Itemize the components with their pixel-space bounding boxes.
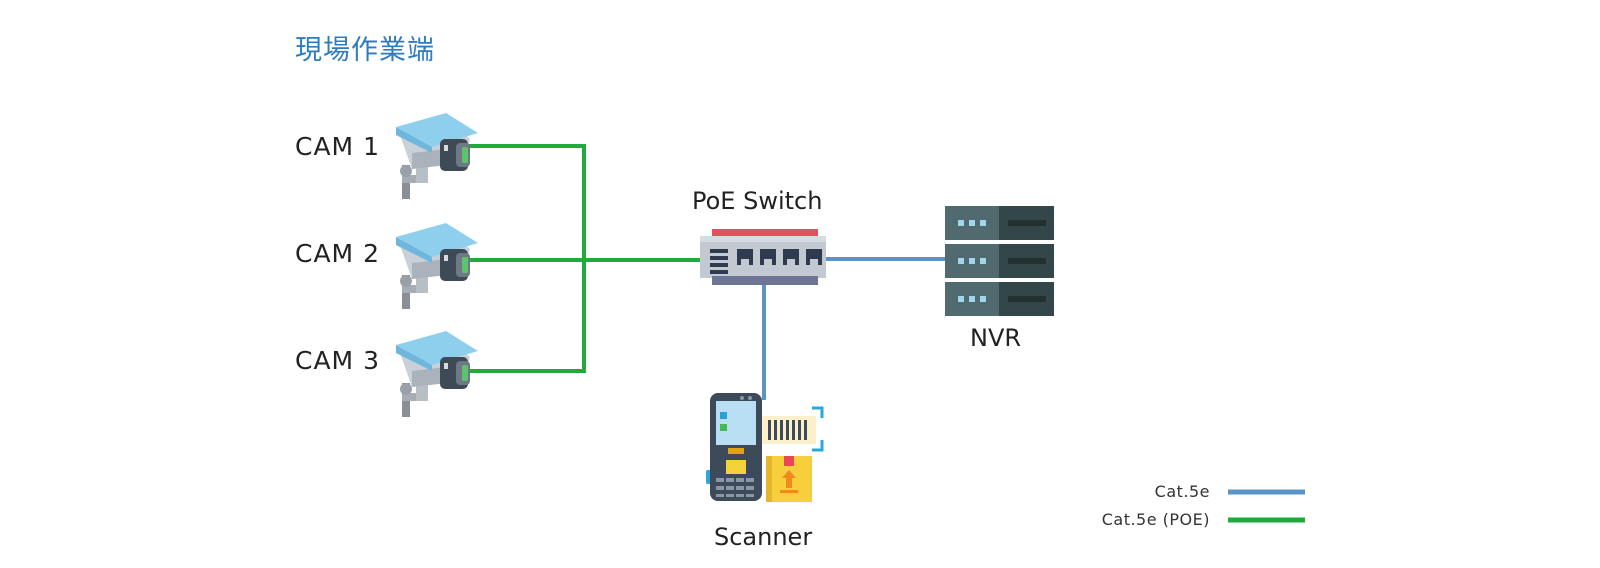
cam1-link — [465, 144, 586, 260]
page-title: 現場作業端 — [295, 35, 435, 66]
barcode-scanner-icon — [706, 393, 824, 501]
cctv-camera-icon — [396, 113, 478, 199]
switch-label: PoE Switch — [692, 187, 823, 215]
cctv-camera-icon — [396, 331, 478, 417]
package-icon — [766, 456, 812, 502]
nvr-label: NVR — [970, 324, 1022, 352]
poe-switch-icon — [700, 229, 826, 285]
camera-label-2: CAM 2 — [295, 239, 380, 268]
scanner-label: Scanner — [714, 523, 813, 551]
nvr-server-icon — [945, 206, 1054, 316]
cam3-link — [465, 260, 586, 373]
camera-label-1: CAM 1 — [295, 132, 380, 161]
legend-poe-label: Cat.5e (POE) — [1101, 510, 1210, 529]
poe-connections — [465, 144, 700, 373]
cctv-camera-icon — [396, 223, 478, 309]
cat5e-connections — [762, 257, 950, 400]
legend-cat5e-label: Cat.5e — [1154, 482, 1210, 501]
camera-label-3: CAM 3 — [295, 346, 380, 375]
